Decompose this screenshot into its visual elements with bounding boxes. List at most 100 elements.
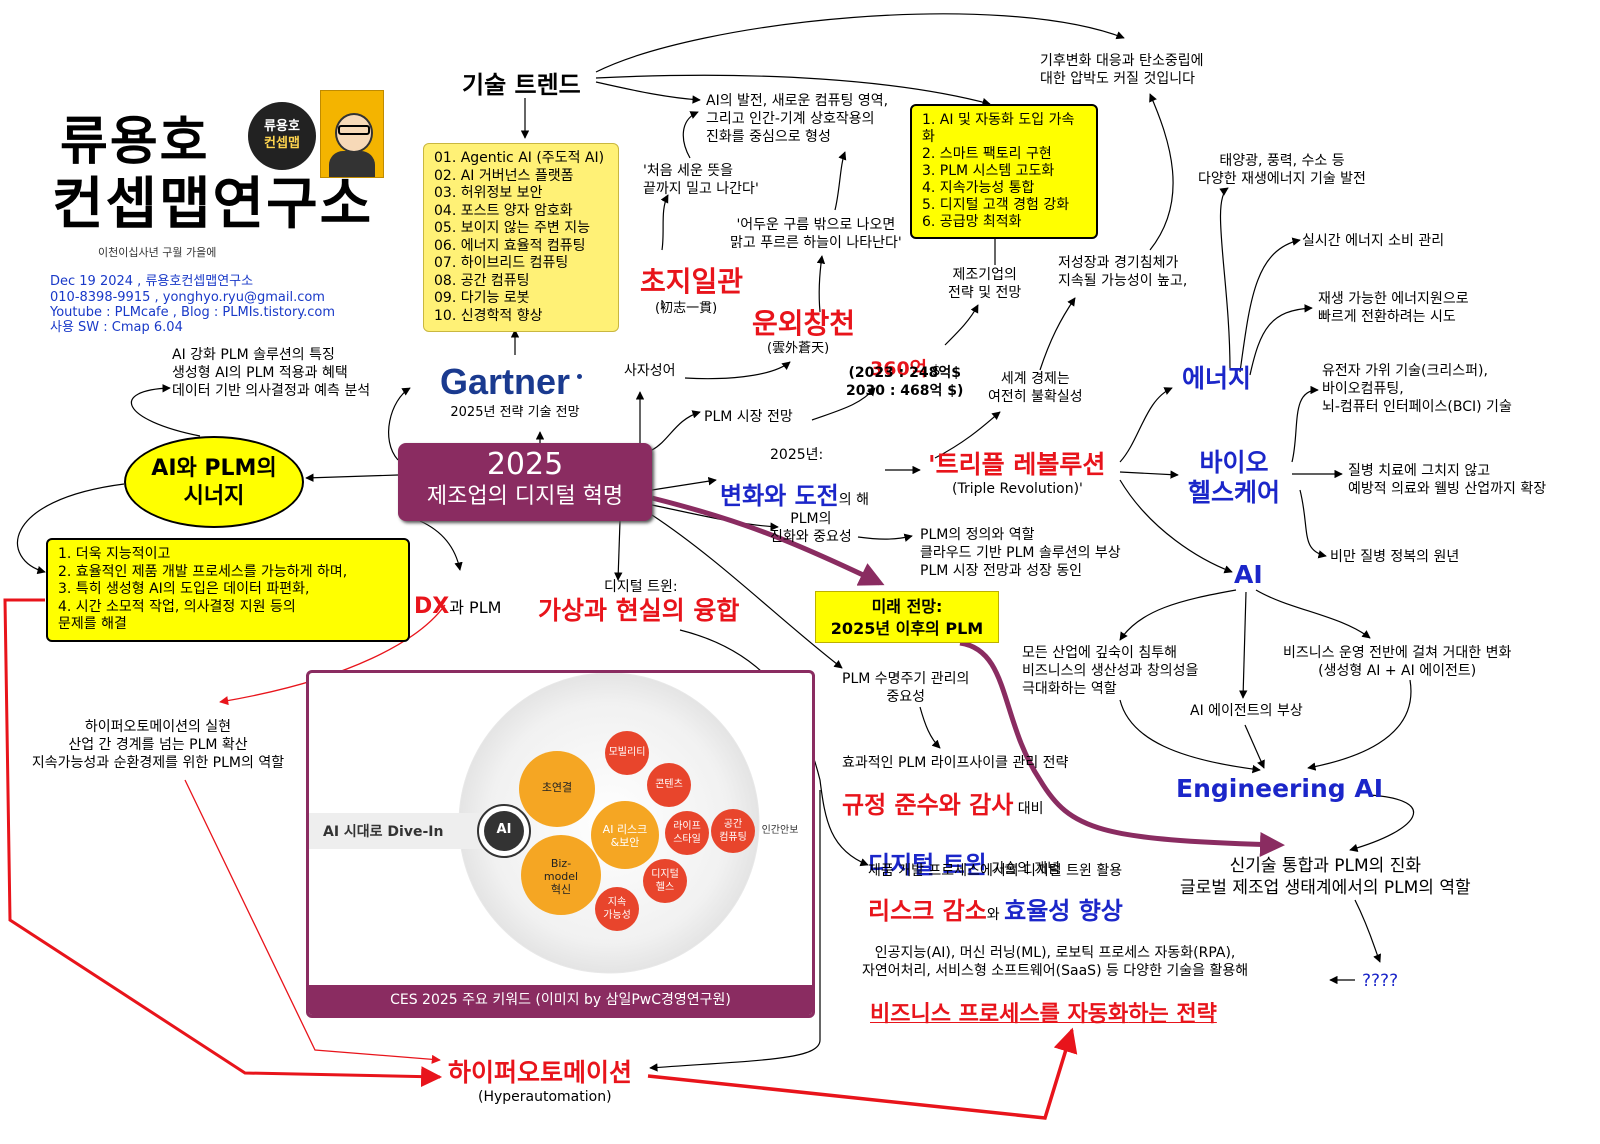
- link-eng-ai-new-tech: [1349, 794, 1415, 852]
- of-year-text: 의 해: [838, 492, 869, 508]
- link-plm-evolution-def: [857, 533, 913, 542]
- node-ai-agent[interactable]: AI 에이전트의 부상: [1190, 703, 1303, 719]
- node-virtual-real[interactable]: 가상과 현실의 융합: [538, 596, 740, 625]
- ces-keywords-panel: AI 시대로 Dive-In AI 초연결 Biz- model 혁신 AI 리…: [306, 670, 815, 1018]
- link-energy-realtime: [1239, 237, 1301, 373]
- link-center-dx: [419, 520, 463, 571]
- node-change-challenge[interactable]: 변화와 도전의 해: [720, 462, 869, 512]
- node-world-economy[interactable]: 세계 경제는 여전히 불확실성: [988, 371, 1083, 405]
- node-biz-automation[interactable]: 비즈니스 프로세스를 자동화하는 전략: [870, 982, 1217, 1030]
- brand-slogan: 이천이십사년 구월 가을에: [98, 246, 217, 259]
- node-ai-plm-list[interactable]: 1. 더욱 지능적이고 2. 효율적인 제품 개발 프로세스를 가능하게 하며,…: [46, 538, 410, 642]
- link-industry-eng-ai: [1119, 699, 1261, 774]
- node-climate[interactable]: 기후변화 대응과 탄소중립에 대한 압박도 커질 것입니다: [1040, 53, 1204, 87]
- gartner-logo-dot: [577, 374, 582, 379]
- link-list-hyper: [3, 598, 443, 1088]
- node-realtime-energy[interactable]: 실시간 에너지 소비 관리: [1302, 233, 1445, 249]
- node-plm-evolution[interactable]: PLM의 진화와 중요성: [770, 511, 852, 545]
- header-date-author: Dec 19 2024 , 류용호컨셉맵연구소: [50, 274, 254, 289]
- change-challenge-text: 변화와 도전: [720, 482, 839, 510]
- node-digital-twin[interactable]: 디지털 트윈 기술의 개념: [868, 832, 1060, 880]
- node-idiom1[interactable]: 초지일관: [640, 265, 744, 298]
- node-ai-tech-list[interactable]: 인공지능(AI), 머신 러닝(ML), 로보틱 프로세스 자동화(RPA), …: [862, 945, 1249, 979]
- center-node[interactable]: 2025 제조업의 디지털 혁명: [398, 443, 652, 521]
- node-tech-trend[interactable]: 기술 트렌드: [462, 71, 581, 99]
- node-hyper-reality[interactable]: 하이퍼오토메이션의 실현 산업 간 경계를 넘는 PLM 확산 지속가능성과 순…: [31, 719, 285, 771]
- ces-kw-contents-bg: [647, 763, 691, 807]
- node-energy[interactable]: 에너지: [1182, 364, 1252, 393]
- link-market-360: [811, 387, 876, 421]
- idiom2-hanja: (雲外蒼天): [767, 341, 830, 356]
- node-engineering-ai[interactable]: Engineering AI: [1176, 774, 1383, 803]
- node-triple-revolution[interactable]: '트리플 레볼루션: [928, 450, 1106, 479]
- ces-kw-biz-bg: [521, 835, 601, 915]
- link-center-change: [651, 477, 717, 491]
- link-center-digital-twin-label: [614, 520, 623, 581]
- node-dx-plm[interactable]: DX과 PLM: [414, 574, 501, 619]
- node-renewable-shift[interactable]: 재생 가능한 에너지원으로 빠르게 전환하려는 시도: [1318, 291, 1469, 325]
- ces-kw-dhealth: 디지털 헬스: [651, 869, 679, 893]
- dx-suffix: 과 PLM: [449, 598, 502, 617]
- ces-kw-mobility-bg: [605, 731, 649, 775]
- node-strategy-list[interactable]: 1. AI 및 자동화 도입 가속화 2. 스마트 팩토리 구현 3. PLM …: [910, 104, 1098, 239]
- biz-automation-suffix: 하는 전략: [1128, 1002, 1217, 1027]
- node-ai-evolution[interactable]: AI의 발전, 새로운 컴퓨팅 영역, 그리고 인간-기계 상호작용의 진화를 …: [706, 93, 889, 145]
- node-bio-tech[interactable]: 유전자 가위 기술(크리스퍼), 바이오컴퓨팅, 뇌-컴퓨터 인터페이스(BCI…: [1322, 363, 1512, 415]
- ces-ai: AI: [496, 822, 512, 837]
- node-quote1[interactable]: '처음 세운 뜻을 끝까지 밀고 나간다': [643, 163, 759, 197]
- link-hyper-biz: [647, 1027, 1078, 1120]
- node-ai-industry[interactable]: 모든 산업에 깊숙이 침투해 비즈니스의 생산성과 창의성을 극대화하는 역할: [1022, 645, 1199, 697]
- link-triple-ai: [1119, 479, 1233, 574]
- node-low-growth[interactable]: 저성장과 경기침체가 지속될 가능성이 높고,: [1058, 255, 1188, 289]
- link-bio-obesity: [1299, 489, 1327, 559]
- node-question[interactable]: ????: [1362, 971, 1399, 991]
- efficiency-text: 효율성 향상: [1004, 897, 1123, 925]
- node-four-char-idiom[interactable]: 사자성어: [624, 363, 676, 379]
- market-unit: $: [927, 363, 941, 379]
- node-hyperautomation[interactable]: 하이퍼오토메이션: [448, 1058, 633, 1087]
- node-future-plm[interactable]: 미래 전망: 2025년 이후의 PLM: [815, 591, 999, 643]
- node-lifecycle-strategy[interactable]: 효과적인 PLM 라이프사이클 관리 전략: [842, 755, 1069, 771]
- book-cover-glasses: [338, 125, 370, 135]
- node-ai-plm-synergy[interactable]: AI와 PLM의 시너지: [124, 436, 304, 528]
- node-market-value[interactable]: 360억 $: [870, 342, 941, 380]
- digital-twin-text: 디지털 트윈: [868, 851, 987, 879]
- node-renewable-tech[interactable]: 태양광, 풍력, 수소 등 다양한 재생에너지 기술 발전: [1198, 153, 1366, 187]
- ces-kw-lifestyle: 라이프 스타일: [673, 821, 701, 845]
- node-compliance[interactable]: 규정 준수와 감사 대비: [842, 772, 1044, 820]
- link-quote2-evolution: [834, 151, 847, 211]
- node-ai-plm-features[interactable]: AI 강화 PLM 솔루션의 특징 생성형 AI의 PLM 적용과 혜택 데이터…: [172, 347, 371, 399]
- node-digital-twin-use[interactable]: 제품 개발 프로세스에서의 디지털 트윈 활용: [868, 863, 1123, 879]
- book-cover-image: [320, 90, 384, 178]
- gartner-logo[interactable]: Gartner: [440, 361, 571, 402]
- link-center-synergy: [305, 473, 399, 482]
- triple-revolution-en: (Triple Revolution)': [952, 481, 1083, 497]
- compliance-suffix: 대비: [1013, 801, 1044, 817]
- node-ai[interactable]: AI: [1234, 560, 1263, 589]
- node-plm-market[interactable]: PLM 시장 전망: [704, 409, 793, 425]
- node-ai-business[interactable]: 비즈니스 운영 전반에 걸쳐 거대한 변화 (생성형 AI + AI 에이전트): [1283, 645, 1512, 679]
- brand-stamp: 류용호 컨셉맵: [248, 102, 316, 170]
- node-quote2[interactable]: '어두운 구름 밖으로 나오면 맑고 푸르른 하늘이 나타난다': [730, 217, 902, 251]
- header-channels: Youtube : PLMcafe , Blog : PLMIs.tistory…: [50, 305, 336, 320]
- node-disease[interactable]: 질병 치료에 그치지 않고 예방적 의료와 웰빙 산업까지 확장: [1348, 463, 1547, 497]
- center-year: 2025: [486, 447, 564, 482]
- link-agent-eng-ai: [1244, 724, 1265, 769]
- link-energy-shift: [1249, 304, 1313, 376]
- node-bio-health[interactable]: 바이오 헬스케어: [1188, 448, 1281, 507]
- node-lifecycle-importance[interactable]: PLM 수명주기 관리의 중요성: [842, 671, 970, 705]
- node-new-tech[interactable]: 신기술 통합과 PLM의 진화 글로벌 제조업 생태계에서의 PLM의 역할: [1180, 856, 1471, 898]
- node-manufacturer-strategy[interactable]: 제조기업의 전략 및 전망: [948, 267, 1022, 301]
- node-gartner-list[interactable]: 01. Agentic AI (주도적 AI) 02. AI 거버넌스 플랫폼 …: [423, 143, 619, 332]
- node-risk-efficiency[interactable]: 리스크 감소와 효율성 향상: [868, 878, 1123, 926]
- market-detail: (2023 : 248억$ 2030 : 468억 $): [846, 365, 964, 399]
- link-synergy-list: [16, 483, 125, 575]
- node-obesity[interactable]: 비만 질병 정복의 원년: [1330, 549, 1460, 565]
- biz-automation-text: 비즈니스 프로세스를 자동화: [870, 1002, 1129, 1027]
- node-plm-definition[interactable]: PLM의 정의와 역할 클라우드 기반 PLM 솔루션의 부상 PLM 시장 전…: [920, 527, 1121, 579]
- link-ai-industry: [1119, 589, 1237, 641]
- node-digital-twin-label: 디지털 트윈:: [604, 579, 678, 595]
- ces-dive-bar: [309, 813, 509, 849]
- node-idiom2[interactable]: 운외창천: [752, 307, 856, 340]
- link-idiom2-quote2: [816, 255, 826, 313]
